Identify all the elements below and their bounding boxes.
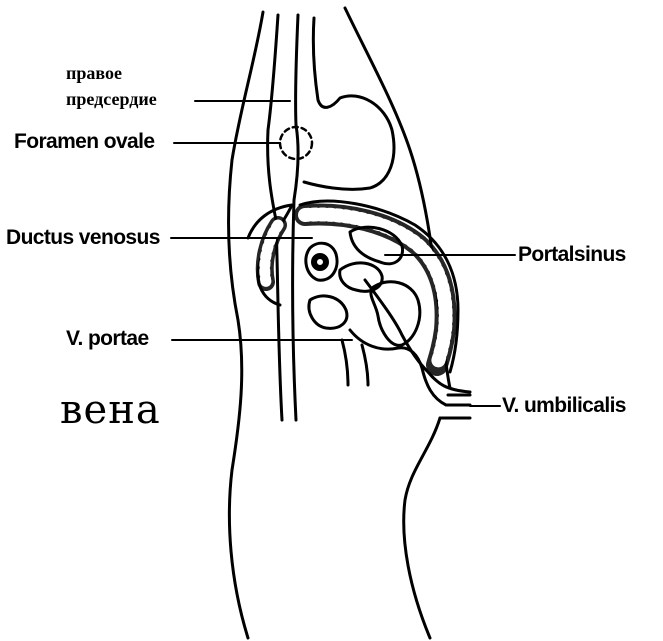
left-body-outline xyxy=(229,12,263,638)
label-ductus-venosus: Ductus venosus xyxy=(6,227,160,248)
label-v-portae: V. portae xyxy=(66,328,149,349)
label-portalsinus: Portalsinus xyxy=(518,244,626,265)
portal-sinus-dot xyxy=(314,256,326,268)
right-lower-outline xyxy=(404,418,440,638)
portal-sinus-lobe-4 xyxy=(371,282,420,346)
label-vena: вена xyxy=(60,390,161,430)
label-v-umbilicalis: V. umbilicalis xyxy=(502,395,626,416)
right-atrium-outline xyxy=(304,18,394,189)
label-right-atrium-line1: правое xyxy=(66,64,122,82)
portal-sinus-lobe-1 xyxy=(306,243,337,280)
v-portae-left-wall xyxy=(342,340,348,385)
portal-sinus-lobe-5 xyxy=(309,296,347,328)
label-right-atrium-line2: предсердие xyxy=(66,90,157,108)
v-portae-right-wall xyxy=(362,345,368,385)
label-foramen-ovale: Foramen ovale xyxy=(14,131,154,152)
